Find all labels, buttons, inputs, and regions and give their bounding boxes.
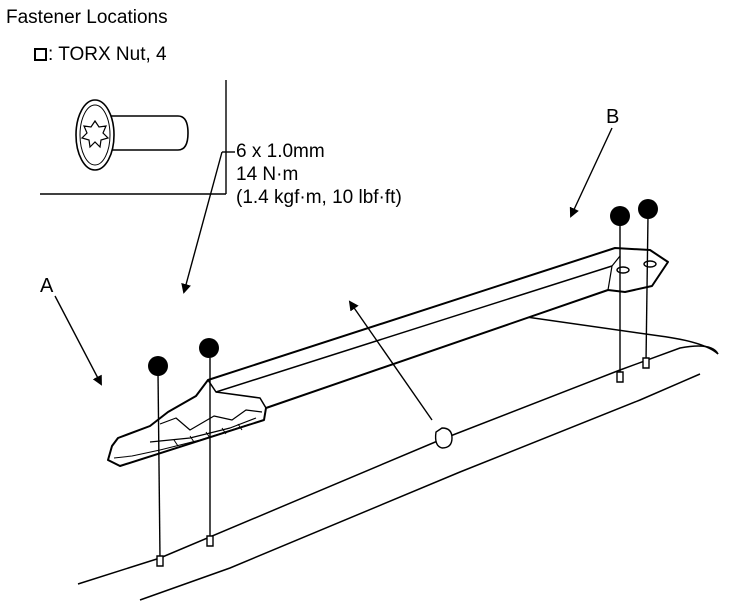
torx-nut-marker-front-right <box>199 338 219 358</box>
spec-leader-arrow <box>181 151 235 294</box>
torque-nm: 14 N·m <box>236 164 299 185</box>
torx-nut-inset <box>40 80 227 195</box>
callout-label-b: B <box>606 106 620 128</box>
torque-spec: 6 x 1.0mm 14 N·m (1.4 kgf·m, 10 lbf·ft) <box>236 140 402 209</box>
callout-arrow-a <box>54 295 102 386</box>
torx-nut-marker-rear-right <box>638 199 658 219</box>
torx-nut-icon <box>75 99 189 171</box>
torque-alt-units: (1.4 kgf·m, 10 lbf·ft) <box>236 187 402 208</box>
fastener-pins-rear <box>616 215 657 383</box>
square-icon <box>34 48 47 61</box>
center-mount-arrow <box>348 300 453 449</box>
diagram-title: Fastener Locations <box>6 7 168 28</box>
fastener-legend: : TORX Nut, 4 <box>34 45 167 64</box>
callout-arrow-b <box>569 127 613 218</box>
fastener-pins-front <box>156 358 214 567</box>
torx-nut-marker-rear-left <box>610 206 630 226</box>
thread-size: 6 x 1.0mm <box>236 141 325 162</box>
callout-label-a: A <box>40 275 54 297</box>
vehicle-roof <box>77 313 719 601</box>
legend-text: : TORX Nut, 4 <box>48 44 167 65</box>
torx-nut-marker-front-left <box>148 356 168 376</box>
